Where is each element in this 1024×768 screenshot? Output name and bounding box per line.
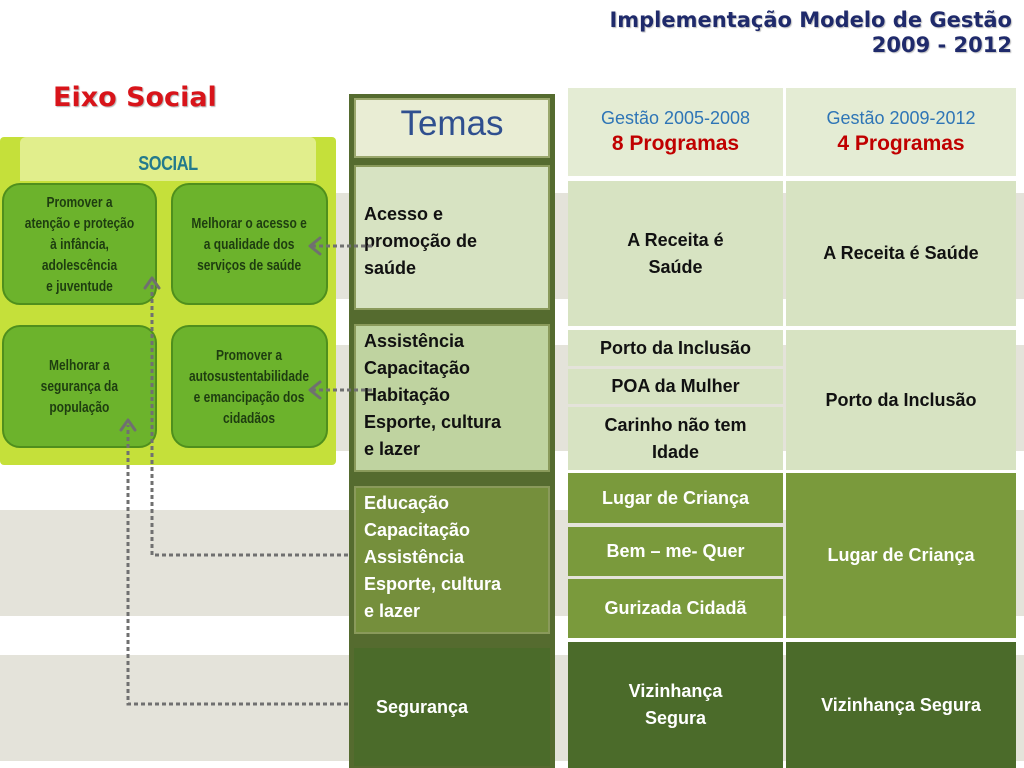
page-title-line2: 2009 - 2012 — [871, 33, 1012, 57]
program-2005-lugar-crianca: Lugar de Criança — [568, 473, 783, 523]
program-2005-gurizada-cidada: Gurizada Cidadã — [568, 579, 783, 638]
eixo-heading: Eixo Social — [53, 82, 217, 113]
social-label: SOCIAL — [138, 153, 198, 175]
card-infancia-text: Promover a atenção e proteção à infância… — [24, 193, 135, 295]
temas-header-box — [354, 98, 550, 158]
program-2005-bem-me-quer: Bem – me- Quer — [568, 527, 783, 576]
program-2009-porto-inclusao: Porto da Inclusão — [786, 330, 1016, 470]
col2-header: Gestão 2009-2012 4 Programas — [786, 88, 1016, 176]
tema-seguranca: Segurança — [354, 648, 550, 766]
page-title-line1: Implementação Modelo de Gestão — [609, 8, 1012, 32]
program-2005-carinho-idade: Carinho não tem Idade — [568, 407, 783, 470]
page-title: Implementação Modelo de Gestão 2009 - 20… — [392, 8, 1012, 58]
tema-saude: Acesso e promoção de saúde — [354, 165, 550, 310]
col1-header-period: Gestão 2005-2008 — [600, 108, 751, 128]
program-2009-receita-saude: A Receita é Saúde — [786, 181, 1016, 326]
card-saude-text: Melhorar o acesso e a qualidade dos serv… — [191, 214, 308, 274]
social-header — [20, 137, 316, 181]
program-2009-lugar-crianca: Lugar de Criança — [786, 473, 1016, 638]
program-2005-poa-mulher: POA da Mulher — [568, 369, 783, 404]
col2-header-count: 4 Programas — [837, 132, 965, 155]
program-2005-porto-inclusao: Porto da Inclusão — [568, 330, 783, 366]
card-infancia: Promover a atenção e proteção à infância… — [2, 183, 157, 305]
col1-header: Gestão 2005-2008 8 Programas — [568, 88, 783, 176]
card-seguranca: Melhorar a segurança da população — [2, 325, 157, 448]
temas-header: Temas — [400, 104, 504, 143]
program-2005-receita-saude: A Receita é Saúde — [568, 181, 783, 326]
program-2009-vizinhanca-segura: Vizinhança Segura — [786, 642, 1016, 768]
card-saude: Melhorar o acesso e a qualidade dos serv… — [171, 183, 328, 305]
tema-educacao: Educação Capacitação Assistência Esporte… — [354, 486, 550, 634]
card-autosustentabilidade: Promover a autosustentabilidade e emanci… — [171, 325, 328, 448]
card-seguranca-text: Melhorar a segurança da população — [40, 357, 119, 416]
col1-header-count: 8 Programas — [611, 132, 740, 155]
col2-header-period: Gestão 2009-2012 — [826, 108, 976, 128]
program-2005-vizinhanca-segura: Vizinhança Segura — [568, 642, 783, 768]
card-autosustentabilidade-text: Promover a autosustentabilidade e emanci… — [189, 346, 310, 427]
tema-assistencia: Assistência Capacitação Habitação Esport… — [354, 324, 550, 472]
